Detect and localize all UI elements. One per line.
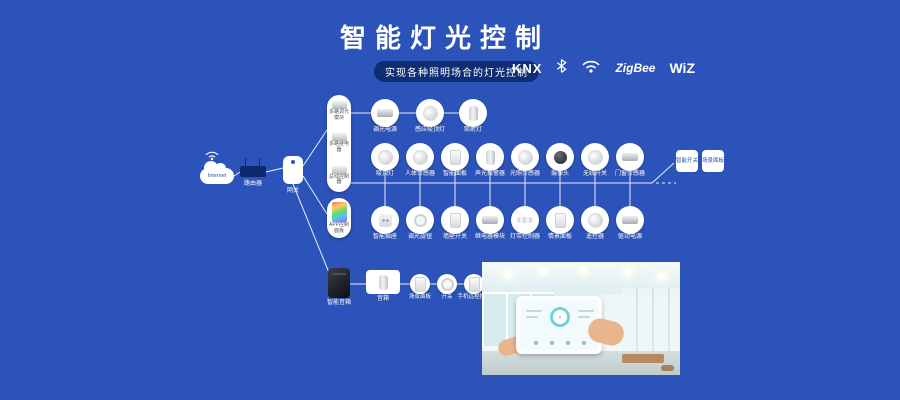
ceiling-lamp-icon bbox=[422, 105, 438, 121]
bluetooth-icon bbox=[556, 58, 568, 79]
socket-icon bbox=[378, 213, 392, 227]
speaker-box bbox=[366, 270, 400, 294]
device-motion-sensor: 人体传感器 bbox=[398, 143, 442, 179]
tablet bbox=[516, 296, 602, 354]
scene-panel-icon bbox=[414, 276, 426, 292]
device-led-strip: 灯带控制器 bbox=[503, 206, 547, 242]
gateway-device bbox=[283, 156, 303, 184]
device-smart-panel: 智能面板 bbox=[433, 143, 477, 179]
controller-stack-panel: 多路调光模块 多路继电器 总线控制器 bbox=[327, 95, 351, 192]
ceiling-light-icon bbox=[624, 268, 631, 275]
ui-line bbox=[526, 310, 542, 312]
smart-panel-icon bbox=[449, 149, 461, 165]
ui-line bbox=[578, 310, 594, 312]
relay-module-icon bbox=[331, 133, 347, 142]
smart-speaker-label: 智能音箱 bbox=[326, 300, 351, 306]
motion-sensor-icon bbox=[412, 149, 428, 165]
wifi-icon bbox=[581, 58, 601, 78]
device-ceiling-light: 吸顶灯 bbox=[363, 143, 407, 179]
stack-item: 总线控制器 bbox=[327, 165, 351, 186]
thermostat-dial-icon bbox=[550, 307, 570, 327]
app-icon bbox=[582, 341, 586, 345]
light-sensor-icon bbox=[517, 149, 533, 165]
switch-icon bbox=[440, 277, 454, 291]
driver-icon bbox=[377, 109, 393, 117]
router-label: 路由器 bbox=[243, 181, 262, 187]
power-driver-icon bbox=[622, 216, 638, 224]
device-scene-panel: 情景面板 bbox=[538, 206, 582, 242]
ceiling-light-icon bbox=[658, 273, 665, 280]
scene-panel-icon bbox=[554, 212, 566, 228]
device-remote: 遥控器 bbox=[573, 206, 617, 242]
device-wall-switch: 墙壁开关 bbox=[433, 206, 477, 242]
app-screen-icon bbox=[331, 202, 347, 222]
badge-smart-switch: 智能开关 bbox=[676, 150, 698, 172]
camera-icon bbox=[553, 150, 567, 164]
device-driver: 调光电源 bbox=[363, 99, 407, 135]
ui-line bbox=[578, 316, 590, 318]
device-camera: 摄像头 bbox=[538, 143, 582, 179]
device-power-driver: 驱动电源 bbox=[608, 206, 652, 242]
wifi-waves-icon bbox=[205, 151, 219, 160]
device-socket: 智能插座 bbox=[363, 206, 407, 242]
page-title: 智能灯光控制 bbox=[339, 23, 550, 53]
badge-scene-panel: 场景面板 bbox=[702, 150, 724, 172]
zigbee-logo: ZigBee bbox=[615, 61, 656, 75]
wooden-table bbox=[622, 354, 664, 363]
ceiling-light-icon bbox=[580, 266, 587, 273]
ceiling-light-icon bbox=[377, 149, 393, 165]
speaker-label: 音箱 bbox=[376, 296, 389, 302]
stack-item: 多路继电器 bbox=[327, 133, 351, 153]
ceiling-light-icon bbox=[540, 267, 547, 274]
knx-logo: KNX bbox=[512, 60, 543, 76]
device-relay: 继电器模块 bbox=[468, 206, 512, 242]
app-icon bbox=[566, 341, 570, 345]
phone-icon bbox=[468, 276, 480, 292]
relay-icon bbox=[482, 216, 498, 224]
wooden-stool bbox=[661, 365, 674, 371]
app-icon bbox=[534, 341, 538, 345]
stack-item: APP控制面板 bbox=[327, 202, 351, 234]
device-ceiling-sensor: 感应吸顶灯 bbox=[408, 99, 452, 135]
protocol-logos: KNX ZigBee WiZ bbox=[512, 56, 695, 80]
tablet-screen bbox=[520, 300, 598, 350]
internet-label: Internet bbox=[207, 173, 227, 179]
device-scene-panel-bottom: 场景面板 bbox=[400, 274, 440, 301]
device-door-sensor: 门窗传感器 bbox=[608, 143, 652, 179]
device-switch-bottom: 开关 bbox=[427, 274, 467, 301]
downlight-icon bbox=[468, 105, 478, 121]
app-panel: APP控制面板 bbox=[327, 198, 351, 238]
bus-controller-icon bbox=[331, 165, 347, 174]
device-wireless-switch: 无线开关 bbox=[573, 143, 617, 179]
device-siren: 声光报警器 bbox=[468, 143, 512, 179]
device-dimmer-knob: 调光旋钮 bbox=[398, 206, 442, 242]
internet-cloud: Internet bbox=[200, 161, 234, 184]
device-phone-remote: 手机远程控制 bbox=[454, 274, 494, 301]
gateway-label: 网关 bbox=[286, 188, 299, 194]
siren-icon bbox=[485, 149, 495, 165]
ui-line bbox=[526, 316, 538, 318]
glass-partition bbox=[622, 288, 680, 352]
remote-icon bbox=[587, 212, 603, 228]
router-device bbox=[240, 158, 266, 177]
wireless-switch-icon bbox=[587, 149, 603, 165]
knob-icon bbox=[413, 213, 427, 227]
smart-speaker-device bbox=[328, 268, 350, 298]
app-icon bbox=[550, 341, 554, 345]
subtitle-pill: 实现各种照明场合的灯光控制 bbox=[374, 61, 539, 82]
wall-switch-icon bbox=[449, 212, 461, 228]
stack-item: 多路调光模块 bbox=[327, 101, 351, 121]
led-strip-icon bbox=[516, 217, 534, 223]
wiz-logo: WiZ bbox=[669, 60, 696, 76]
ceiling-light-icon bbox=[504, 271, 511, 278]
device-light-sensor: 光照传感器 bbox=[503, 143, 547, 179]
device-downlight: 筒射灯 bbox=[451, 99, 495, 135]
door-sensor-icon bbox=[622, 153, 638, 161]
speaker-icon bbox=[378, 274, 388, 290]
dimmer-module-icon bbox=[331, 101, 347, 110]
room-photo bbox=[482, 262, 680, 375]
